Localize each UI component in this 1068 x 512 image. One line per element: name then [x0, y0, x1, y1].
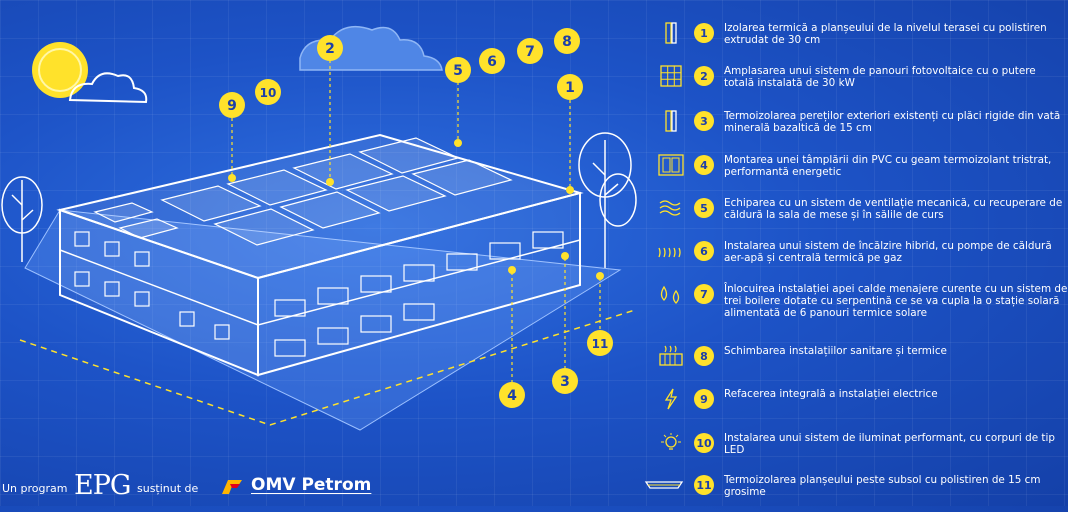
lightning-icon	[664, 388, 678, 410]
legend-number: 2	[694, 66, 714, 86]
callout-label-9: 9	[227, 98, 237, 114]
legend-text: Înlocuirea instalației apei calde menaje…	[724, 283, 1068, 319]
callout-badge-11: 11	[587, 330, 613, 356]
callout-badge-6: 6	[479, 48, 505, 74]
callout-badge-2: 2	[317, 35, 343, 61]
callout-leaders	[231, 60, 601, 382]
legend-item-8: 8 Schimbarea instalațiilor sanitare și t…	[648, 343, 1068, 383]
footer-prefix: Un program	[2, 482, 68, 495]
ground-dashed-outline	[19, 309, 636, 426]
sponsor-footer: Un program EPG susținut de OMV Petrom	[0, 470, 400, 502]
legend-item-7: 7 Înlocuirea instalației apei calde mena…	[648, 281, 1068, 321]
legend-number: 3	[694, 111, 714, 131]
side-windows	[74, 231, 230, 340]
sponsor-link[interactable]: OMV Petrom	[251, 475, 372, 495]
legend-text: Instalarea unui sistem de iluminat perfo…	[724, 432, 1055, 456]
legend: 1 Izolarea termică a planșeului de la ni…	[644, 0, 1068, 506]
callout-label-8: 8	[562, 34, 572, 50]
callout-label-6: 6	[487, 54, 497, 70]
legend-text: Instalarea unui sistem de încălzire hibr…	[724, 240, 1052, 264]
callout-badge-3: 3	[552, 368, 578, 394]
legend-text: Echiparea cu un sistem de ventilație mec…	[724, 197, 1063, 221]
legend-number: 8	[694, 346, 714, 366]
callout-badge-5: 5	[445, 57, 471, 83]
legend-text: Schimbarea instalațiilor sanitare și ter…	[724, 345, 947, 357]
front-windows	[274, 231, 564, 357]
legend-number: 11	[694, 475, 714, 495]
legend-text: Montarea unei tâmplării din PVC cu geam …	[724, 154, 1052, 178]
cloud-left-icon	[68, 72, 148, 104]
floor-slab-icon	[644, 481, 684, 489]
legend-item-11: 11 Termoizolarea planșeului peste subsol…	[644, 472, 1068, 512]
callout-label-2: 2	[325, 41, 335, 57]
callout-badge-7: 7	[517, 38, 543, 64]
window-icon	[658, 154, 684, 176]
footer-middle: susținut de	[137, 482, 199, 495]
legend-number: 10	[694, 433, 714, 453]
legend-item-2: 2 Amplasarea unui sistem de panouri foto…	[648, 63, 1068, 103]
callout-badge-10: 10	[255, 79, 281, 105]
legend-text: Refacerea integrală a instalației electr…	[724, 388, 938, 400]
water-drops-icon	[660, 285, 680, 304]
solar-panel-icon	[660, 65, 682, 87]
legend-item-9: 9 Refacerea integrală a instalației elec…	[648, 386, 1068, 426]
legend-item-5: 5 Echiparea cu un sistem de ventilație m…	[648, 195, 1068, 235]
light-bulb-icon	[661, 433, 681, 450]
callout-label-7: 7	[525, 44, 535, 60]
legend-text: Izolarea termică a planșeului de la nive…	[724, 22, 1047, 46]
roof-solar-panels	[93, 137, 513, 246]
ventilation-icon	[659, 200, 681, 216]
program-logo: EPG	[74, 470, 131, 501]
wall-insulation-icon	[665, 22, 677, 44]
callout-label-1: 1	[565, 80, 575, 96]
callout-label-4: 4	[507, 388, 517, 404]
legend-text: Termoizolarea planșeului peste subsol cu…	[724, 474, 1041, 498]
legend-number: 1	[694, 23, 714, 43]
legend-item-4: 4 Montarea unei tâmplării din PVC cu gea…	[648, 152, 1068, 192]
legend-number: 9	[694, 389, 714, 409]
building-illustration: 1 2 3 4 5 6 7 8 9 10 11	[1, 25, 637, 431]
ground-plate	[24, 209, 622, 431]
legend-item-10: 10 Instalarea unui sistem de iluminat pe…	[648, 430, 1068, 470]
legend-number: 4	[694, 155, 714, 175]
legend-number: 5	[694, 198, 714, 218]
floor-divider	[59, 239, 581, 326]
callout-badge-4: 4	[499, 382, 525, 408]
radiator-icon	[659, 345, 683, 366]
legend-number: 7	[694, 284, 714, 304]
legend-item-6: 6 Instalarea unui sistem de încălzire hi…	[648, 238, 1068, 278]
legend-number: 6	[694, 241, 714, 261]
callout-badge-9: 9	[219, 92, 245, 118]
legend-item-1: 1 Izolarea termică a planșeului de la ni…	[648, 20, 1068, 60]
tree-left-icon	[1, 176, 43, 262]
petrom-logo-icon	[222, 480, 242, 494]
wall-insulation-icon	[665, 110, 677, 132]
callout-label-10: 10	[260, 86, 277, 100]
callout-label-3: 3	[560, 374, 570, 390]
legend-text: Amplasarea unui sistem de panouri fotovo…	[724, 65, 1036, 89]
heating-icon	[658, 247, 681, 258]
callout-badge-8: 8	[554, 28, 580, 54]
sun-icon	[32, 42, 88, 98]
callout-label-11: 11	[592, 337, 609, 351]
building-front-wall	[257, 191, 581, 377]
callout-label-5: 5	[453, 63, 463, 79]
callout-badge-1: 1	[557, 74, 583, 100]
legend-item-3: 3 Termoizolarea pereților exteriori exis…	[648, 108, 1068, 148]
tree-right-icon	[578, 132, 637, 268]
callout-dots	[228, 139, 604, 280]
legend-text: Termoizolarea pereților exteriori existe…	[724, 110, 1061, 134]
